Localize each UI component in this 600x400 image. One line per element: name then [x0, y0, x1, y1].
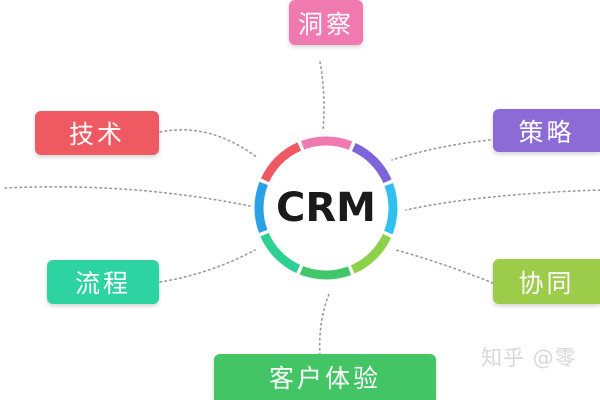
node-insight: 洞察 — [289, 0, 363, 45]
node-strategy: 策略 — [493, 109, 600, 152]
node-customer-experience: 客户体验 — [214, 354, 436, 400]
connector-process — [159, 249, 256, 283]
ring-center-fill — [264, 146, 388, 270]
ring-segment — [384, 182, 398, 235]
ring-segment — [260, 142, 302, 183]
connector-insight — [319, 61, 325, 131]
crm-hub: CRM — [251, 133, 401, 283]
connector-tech-2 — [4, 186, 251, 207]
ring-segment — [350, 233, 392, 274]
crm-label: CRM — [276, 185, 376, 231]
ring-segment — [300, 136, 353, 150]
ring-segment — [254, 181, 268, 234]
ring-segment — [260, 232, 301, 274]
connector-tech — [159, 129, 259, 159]
node-collab: 协同 — [493, 259, 600, 304]
ring-segment — [299, 266, 352, 280]
connector-strategy — [391, 139, 491, 161]
ring-segment — [351, 142, 392, 184]
node-process: 流程 — [47, 260, 159, 304]
watermark: 知乎 @零 — [481, 346, 577, 370]
connector-cx — [318, 291, 331, 356]
crm-ring — [254, 136, 398, 280]
node-tech: 技术 — [35, 111, 159, 155]
connector-collab-2 — [405, 189, 600, 211]
connector-collab — [395, 249, 494, 284]
